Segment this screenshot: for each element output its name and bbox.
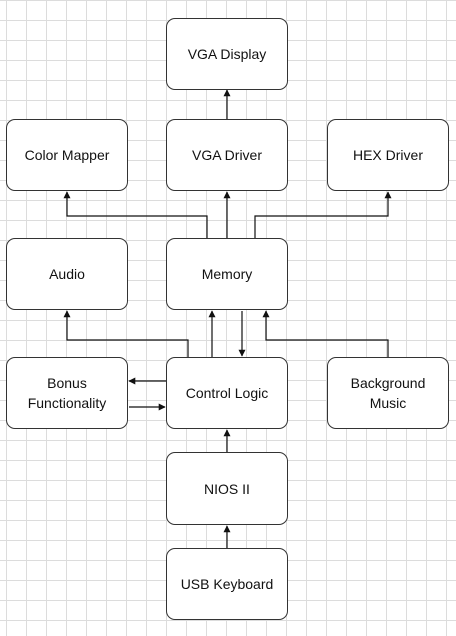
control-logic-block: Control Logic [166, 357, 288, 429]
usb-keyboard-label: USB Keyboard [180, 576, 274, 592]
control-logic-label: Control Logic [185, 385, 269, 401]
color-mapper-block: Color Mapper [6, 119, 128, 191]
arrow-memory-to-hex-driver [254, 191, 392, 238]
usb-keyboard-block: USB Keyboard [166, 548, 288, 620]
bonus-functionality-block: Bonus Functionality [6, 357, 128, 429]
arrow-music-to-memory [262, 310, 389, 357]
hex-driver-label: HEX Driver [352, 147, 423, 163]
vga-driver-label: VGA Driver [191, 147, 262, 163]
vga-display-label: VGA Display [187, 46, 267, 62]
vga-display-block: VGA Display [166, 18, 288, 90]
audio-block: Audio [6, 238, 128, 310]
memory-label: Memory [201, 266, 253, 282]
audio-label: Audio [49, 266, 85, 282]
arrow-control-to-audio [63, 310, 189, 357]
bonus-functionality-label: Bonus Functionality [27, 375, 107, 411]
memory-block: Memory [166, 238, 288, 310]
hex-driver-block: HEX Driver [327, 119, 449, 191]
nios-ii-block: NIOS II [166, 452, 288, 525]
arrow-memory-to-color-mapper [63, 191, 208, 238]
background-music-block: Background Music [327, 357, 449, 429]
nios-ii-label: NIOS II [204, 480, 250, 497]
vga-driver-block: VGA Driver [166, 119, 288, 191]
color-mapper-label: Color Mapper [24, 147, 110, 163]
background-music-label: Background Music [350, 375, 426, 411]
